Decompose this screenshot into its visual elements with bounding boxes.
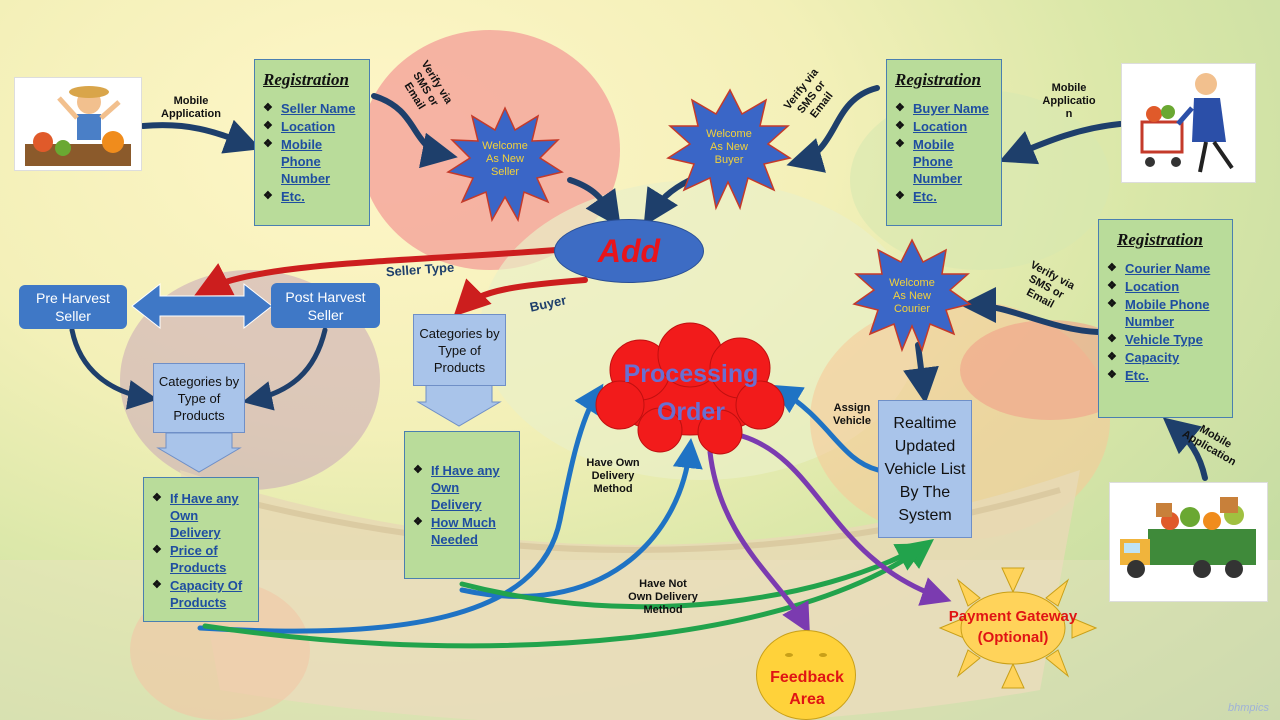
seller-field-location[interactable]: Location xyxy=(263,118,363,135)
courier-field-vehicle-type[interactable]: Vehicle Type xyxy=(1107,331,1226,348)
label-have-own-delivery: Have Own Delivery Method xyxy=(586,457,640,495)
buyer-categories-box[interactable]: Categories by Type of Products xyxy=(413,314,506,386)
courier-field-name[interactable]: Courier Name xyxy=(1107,260,1226,277)
arrow-post-harvest-to-categories xyxy=(242,327,328,411)
farmer-icon xyxy=(25,86,131,166)
arrow-shopper-to-buyer-registration xyxy=(998,121,1123,165)
add-label: Add xyxy=(597,232,661,269)
seller-details-list: If Have any Own Delivery Price of Produc… xyxy=(144,490,258,611)
seller-field-phone[interactable]: Mobile Phone Number xyxy=(263,136,363,187)
processing-order-label[interactable]: Processing Order xyxy=(623,360,759,426)
buyer-registration-title: Registration xyxy=(895,70,981,89)
seller-categories-box[interactable]: Categories by Type of Products xyxy=(153,363,245,433)
buyer-field-location[interactable]: Location xyxy=(895,118,995,135)
shopper-picture xyxy=(1121,63,1256,183)
farmer-picture xyxy=(14,77,142,171)
arrow-processing-to-feedback xyxy=(707,449,810,634)
welcome-buyer-label: Welcome As New Buyer xyxy=(706,128,752,166)
down-arrow-buyer-categories xyxy=(416,383,502,427)
label-assign-vehicle: Assign Vehicle xyxy=(833,402,871,427)
label-verify-seller: Verify via SMS or Email xyxy=(401,58,455,112)
buyer-field-phone[interactable]: Mobile Phone Number xyxy=(895,136,995,187)
seller-detail-capacity[interactable]: Capacity Of Products xyxy=(152,577,252,611)
post-harvest-seller-button[interactable]: Post Harvest Seller xyxy=(271,283,380,328)
arrow-welcome-seller-to-add xyxy=(567,177,621,228)
double-arrow-pre-post-harvest xyxy=(131,282,273,330)
welcome-seller-label: Welcome As New Seller xyxy=(482,140,528,178)
buyer-registration-box: Registration Buyer Name Location Mobile … xyxy=(886,59,1002,226)
courier-field-etc[interactable]: Etc. xyxy=(1107,367,1226,384)
seller-details-box: If Have any Own Delivery Price of Produc… xyxy=(143,477,259,622)
buyer-details-list: If Have any Own Delivery How Much Needed xyxy=(405,462,519,548)
feedback-area[interactable]: Feedback Area xyxy=(756,630,856,720)
buyer-field-etc[interactable]: Etc. xyxy=(895,188,995,205)
seller-registration-list: Seller Name Location Mobile Phone Number… xyxy=(255,100,369,205)
label-seller-type: Seller Type xyxy=(385,259,455,280)
label-buyer: Buyer xyxy=(528,292,568,315)
buyer-registration-list: Buyer Name Location Mobile Phone Number … xyxy=(887,100,1001,205)
courier-registration-list: Courier Name Location Mobile Phone Numbe… xyxy=(1099,260,1232,384)
buyer-field-name[interactable]: Buyer Name xyxy=(895,100,995,117)
feedback-label: Feedback Area xyxy=(770,669,844,708)
truck-picture xyxy=(1109,482,1268,602)
label-mobile-application: Mobile Application xyxy=(161,95,221,120)
seller-field-name[interactable]: Seller Name xyxy=(263,100,363,117)
label-verify-courier: Verify via SMS or Email xyxy=(1024,258,1077,311)
watermark: bhmpics xyxy=(1228,702,1269,714)
arrow-farmer-to-registration xyxy=(140,119,262,154)
label-buyer-mobile-application: Mobile Applicatio n xyxy=(1042,82,1096,120)
delivery-truck-icon xyxy=(1120,497,1256,578)
down-arrow-seller-categories xyxy=(156,432,242,473)
arrow-welcome-courier-to-vehicle-list xyxy=(903,342,939,404)
seller-registration-title: Registration xyxy=(263,70,349,89)
arrow-pre-harvest-to-categories xyxy=(69,327,158,410)
label-courier-mobile-application: Mobile Application xyxy=(1180,423,1238,469)
seller-field-etc[interactable]: Etc. xyxy=(263,188,363,205)
buyer-details-box: If Have any Own Delivery How Much Needed xyxy=(404,431,520,579)
seller-detail-price[interactable]: Price of Products xyxy=(152,542,252,576)
courier-registration-title: Registration xyxy=(1117,230,1203,249)
welcome-courier-label: Welcome As New Courier xyxy=(889,277,935,315)
buyer-detail-how-much[interactable]: How Much Needed xyxy=(413,514,513,548)
arrow-seller-own-delivery-to-processing xyxy=(197,383,604,634)
courier-field-capacity[interactable]: Capacity xyxy=(1107,349,1226,366)
arrow-welcome-buyer-to-add xyxy=(643,177,693,227)
add-oval[interactable]: Add xyxy=(554,219,704,283)
courier-registration-box: Registration Courier Name Location Mobil… xyxy=(1098,219,1233,418)
seller-detail-own-delivery[interactable]: If Have any Own Delivery xyxy=(152,490,252,541)
label-have-not-own-delivery: Have Not Own Delivery Method xyxy=(628,578,698,616)
label-verify-buyer: Verify via SMS or Email xyxy=(781,66,836,121)
payment-gateway-label[interactable]: Payment Gateway (Optional) xyxy=(948,608,1078,646)
courier-field-phone[interactable]: Mobile Phone Number xyxy=(1107,296,1226,330)
arrow-courier-registration-to-welcome xyxy=(960,287,1101,335)
courier-field-location[interactable]: Location xyxy=(1107,278,1226,295)
pre-harvest-seller-button[interactable]: Pre Harvest Seller xyxy=(19,285,127,329)
buyer-detail-own-delivery[interactable]: If Have any Own Delivery xyxy=(413,462,513,513)
vehicle-list-box[interactable]: Realtime Updated Vehicle List By The Sys… xyxy=(878,400,972,538)
feedback-eye-left xyxy=(785,653,793,657)
feedback-eye-right xyxy=(819,653,827,657)
shopper-cart-icon xyxy=(1140,73,1234,173)
seller-registration-box: Registration Seller Name Location Mobile… xyxy=(254,59,370,226)
